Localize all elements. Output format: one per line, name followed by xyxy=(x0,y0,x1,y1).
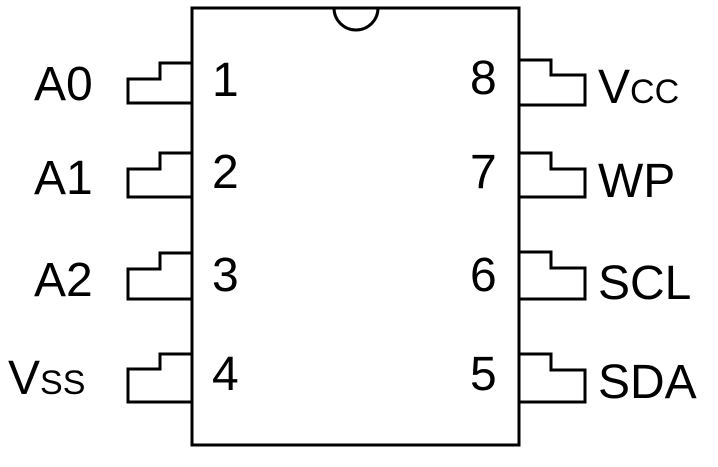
left-pin-3: 3 A2 xyxy=(34,249,239,307)
pin-label-wp: WP xyxy=(598,155,675,208)
right-pin-6: 6 SCL xyxy=(470,249,691,310)
pin-label-a1: A1 xyxy=(34,152,93,205)
pin-lead-5 xyxy=(519,352,587,404)
pin-lead-3 xyxy=(126,251,192,301)
right-pin-8: 8 VCC xyxy=(470,52,679,114)
pin-number-4: 4 xyxy=(212,348,239,401)
left-pin-2: 2 A1 xyxy=(34,146,239,205)
right-pin-7: 7 WP xyxy=(470,146,675,208)
pin-lead-8 xyxy=(519,58,587,107)
left-pin-1: 1 A0 xyxy=(34,54,239,111)
pin-number-3: 3 xyxy=(212,249,239,302)
pin-number-7: 7 xyxy=(470,146,497,199)
pin-lead-2 xyxy=(126,151,192,199)
pin-label-vcc: VCC xyxy=(598,61,679,114)
right-pin-5: 5 SDA xyxy=(470,348,697,409)
pin-lead-1 xyxy=(126,61,192,105)
pin-number-5: 5 xyxy=(470,348,497,401)
chip-body xyxy=(190,6,521,447)
pin-label-vss: VSS xyxy=(8,352,85,405)
pin-label-a2: A2 xyxy=(34,254,93,307)
orientation-notch xyxy=(332,7,380,32)
pin-number-8: 8 xyxy=(470,52,497,105)
left-pin-4: 4 VSS xyxy=(8,348,239,405)
pin-label-scl: SCL xyxy=(598,257,691,310)
pin-number-6: 6 xyxy=(470,249,497,302)
pin-label-a0: A0 xyxy=(34,58,93,111)
pin-lead-6 xyxy=(519,250,587,301)
pin-number-2: 2 xyxy=(212,146,239,199)
pin-lead-4 xyxy=(126,352,192,404)
pin-number-1: 1 xyxy=(212,54,239,107)
pin-label-sda: SDA xyxy=(598,356,697,409)
pin-lead-7 xyxy=(519,151,587,199)
